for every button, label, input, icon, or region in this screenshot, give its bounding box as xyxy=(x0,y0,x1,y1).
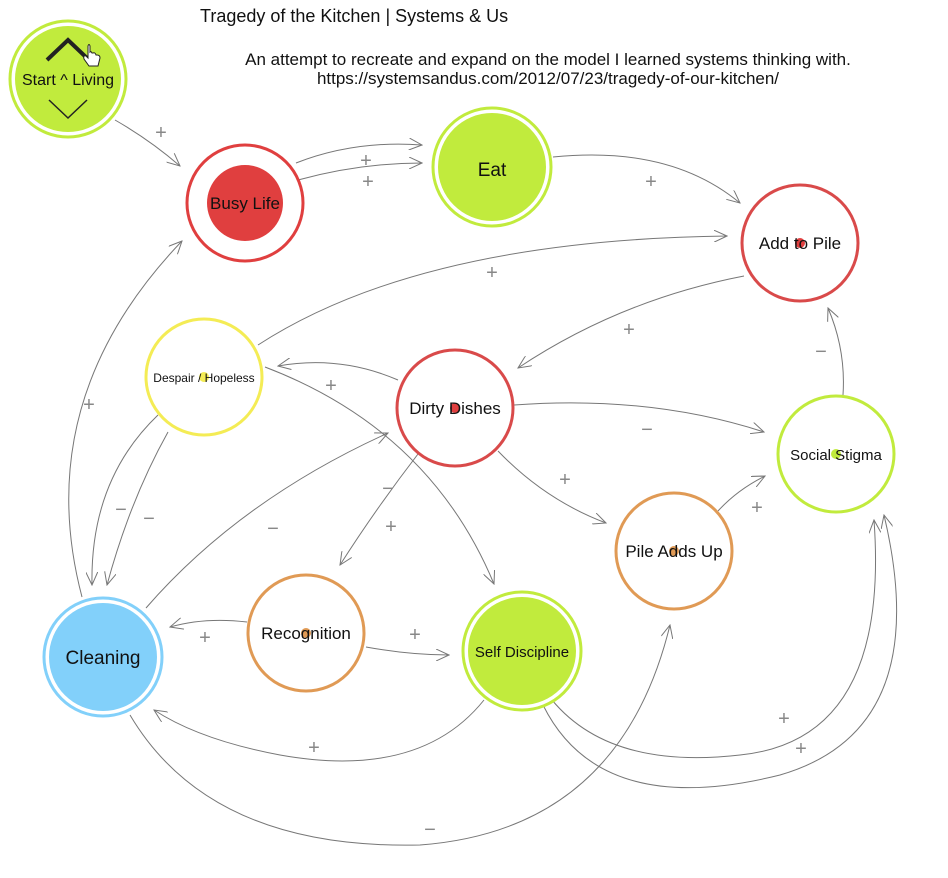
edge-sign: + xyxy=(409,624,421,646)
edge-sign: + xyxy=(155,122,167,144)
edge-dirty-dishes-to-despair[interactable]: + xyxy=(278,363,399,397)
chevron-down-icon[interactable] xyxy=(48,99,88,120)
edge-sign: + xyxy=(199,627,211,649)
node-label: Self Discipline xyxy=(475,644,569,661)
node-recognition[interactable]: Recognition xyxy=(246,573,366,693)
edge-self-discipline-to-social-stigma-upper[interactable]: + xyxy=(551,520,876,759)
edge-sign: − xyxy=(815,341,827,363)
edge-sign: + xyxy=(623,319,635,341)
edge-sign: − xyxy=(143,508,155,530)
edge-despair-to-add-to-pile[interactable]: + xyxy=(257,236,727,346)
node-label: Social Stigma xyxy=(790,447,882,464)
edge-sign: − xyxy=(424,819,436,841)
subtitle-line-1: An attempt to recreate and expand on the… xyxy=(245,50,851,69)
diagram-subtitle: An attempt to recreate and expand on the… xyxy=(182,50,914,88)
edge-recognition-to-cleaning[interactable]: + xyxy=(170,620,248,649)
node-social-stigma[interactable]: Social Stigma xyxy=(776,394,896,514)
node-self-discipline[interactable]: Self Discipline xyxy=(461,590,583,712)
node-dirty-dishes[interactable]: Dirty Dishes xyxy=(395,348,515,468)
edge-self-discipline-to-social-stigma-lower[interactable]: + xyxy=(542,515,898,789)
edge-sign: + xyxy=(778,708,790,730)
edge-cleaning-to-dirty-dishes[interactable]: − xyxy=(145,433,388,609)
subtitle-source-url: https://systemsandus.com/2012/07/23/trag… xyxy=(316,69,780,88)
edge-sign: + xyxy=(325,375,337,397)
edge-sign: + xyxy=(360,150,372,172)
edge-recognition-to-self-discipline[interactable]: + xyxy=(365,624,449,655)
node-pile-adds-up[interactable]: Pile Adds Up xyxy=(614,491,734,611)
edge-sign: + xyxy=(362,171,374,193)
edge-despair-to-cleaning-inner[interactable]: − xyxy=(107,431,169,585)
diagram-title: Tragedy of the Kitchen | Systems & Us xyxy=(200,6,509,26)
node-start-living[interactable]: Start ^ Living xyxy=(8,19,128,139)
edge-cleaning-to-pile-adds-up[interactable]: − xyxy=(129,625,670,846)
chevron-up-icon[interactable] xyxy=(45,37,91,62)
node-despair-hopeless[interactable]: Despair / Hopeless xyxy=(144,317,264,437)
node-cleaning[interactable]: Cleaning xyxy=(42,596,164,718)
node-label: Busy Life xyxy=(210,194,280,213)
edge-sign: − xyxy=(641,419,653,441)
node-label: Start ^ Living xyxy=(22,72,114,89)
edge-dirty-dishes-to-recognition[interactable]: − xyxy=(340,453,419,565)
edge-pile-adds-up-to-social-stigma[interactable]: + xyxy=(717,476,765,519)
edge-busy-life-to-eat-upper[interactable]: + xyxy=(295,144,422,172)
node-add-to-pile[interactable]: Add to Pile xyxy=(740,183,860,303)
edge-sign: + xyxy=(559,469,571,491)
edge-sign: + xyxy=(83,394,95,416)
edge-sign: + xyxy=(645,171,657,193)
edge-social-stigma-to-add-to-pile[interactable]: − xyxy=(815,308,844,396)
edge-sign: + xyxy=(486,262,498,284)
node-label: Add to Pile xyxy=(759,234,841,253)
edge-sign: + xyxy=(385,516,397,538)
edge-dirty-dishes-to-social-stigma[interactable]: − xyxy=(513,402,764,441)
edge-start-living-to-busy-life[interactable]: + xyxy=(114,119,180,166)
edges: + + + + + + + − xyxy=(68,119,898,846)
edge-sign: − xyxy=(267,518,279,540)
edge-sign: − xyxy=(382,478,394,500)
edge-sign: − xyxy=(115,499,127,521)
edge-busy-life-to-eat-lower[interactable]: + xyxy=(297,163,422,193)
hand-cursor-icon xyxy=(83,44,101,67)
node-eat[interactable]: Eat xyxy=(431,106,553,228)
edge-sign: + xyxy=(795,738,807,760)
edge-despair-to-self-discipline[interactable]: + xyxy=(264,366,494,584)
edge-despair-to-cleaning-outer[interactable]: − xyxy=(92,414,159,585)
edge-cleaning-to-busy-life[interactable]: + xyxy=(68,241,182,598)
edge-sign: + xyxy=(308,737,320,759)
edge-add-to-pile-to-dirty-dishes[interactable]: + xyxy=(518,275,745,368)
node-label: Eat xyxy=(478,160,507,181)
node-busy-life[interactable]: Busy Life xyxy=(185,143,305,263)
edge-self-discipline-to-cleaning[interactable]: + xyxy=(154,699,485,762)
node-label: Recognition xyxy=(261,624,351,643)
nodes: Start ^ Living Busy Life Eat Add to Pile… xyxy=(8,19,896,718)
edge-sign: + xyxy=(751,497,763,519)
node-label: Cleaning xyxy=(66,648,141,669)
edge-dirty-dishes-to-pile-adds-up[interactable]: + xyxy=(497,450,606,523)
edge-eat-to-add-to-pile[interactable]: + xyxy=(552,154,740,203)
node-label: Despair / Hopeless xyxy=(153,371,254,385)
node-label: Dirty Dishes xyxy=(409,399,501,418)
node-label: Pile Adds Up xyxy=(625,542,722,561)
